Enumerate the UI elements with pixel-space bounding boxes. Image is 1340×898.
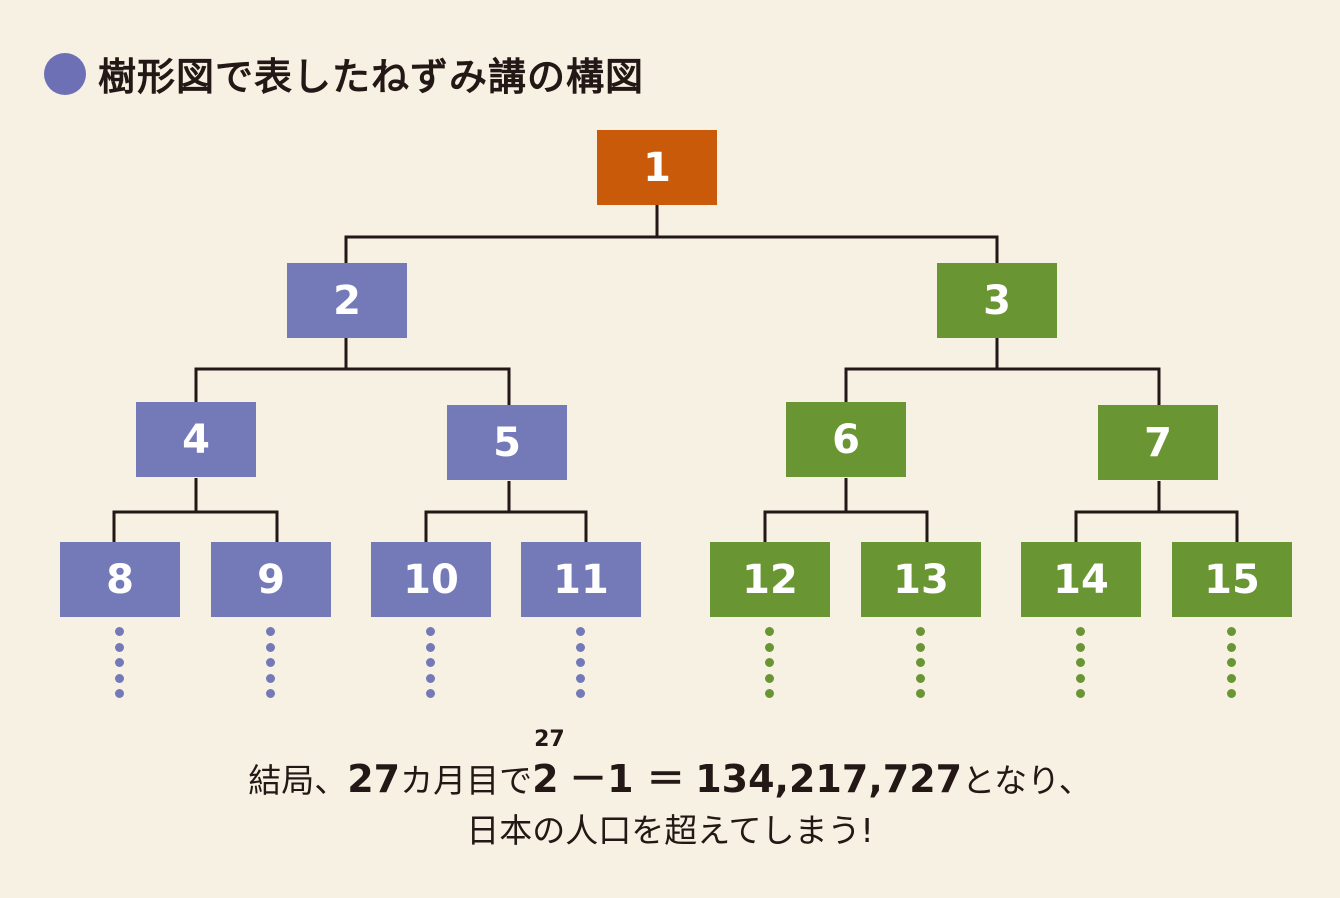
continuation-dot — [115, 642, 124, 652]
connector-5 — [424, 481, 588, 542]
caption-result: 134,217,727 — [695, 757, 963, 801]
continuation-dot — [115, 689, 124, 698]
continuation-dot — [426, 658, 435, 667]
tree-node-8: 8 — [60, 542, 180, 617]
continuation-dot — [1227, 658, 1236, 667]
connector-2 — [194, 338, 511, 405]
continuation-dot — [266, 689, 275, 698]
tree-node-5: 5 — [447, 405, 567, 480]
tree-node-2: 2 — [287, 263, 407, 338]
continuation-dot — [765, 673, 774, 683]
tree-node-3: 3 — [937, 263, 1057, 338]
caption-months: 27 — [347, 757, 401, 801]
continuation-dot — [115, 627, 124, 636]
tree-node-4: 4 — [136, 402, 256, 477]
continuation-dot — [115, 673, 124, 683]
continuation-dot — [1076, 673, 1085, 683]
connector-6 — [763, 478, 929, 542]
caption-months-suffix: カ月目で — [400, 761, 533, 800]
continuation-dot — [1076, 627, 1085, 636]
continuation-dot — [576, 673, 585, 683]
continuation-dot — [916, 673, 925, 683]
title-text: 樹形図で表したねずみ講の構図 — [98, 55, 645, 99]
diagram-title: 樹形図で表したねずみ講の構図 — [44, 46, 644, 101]
connector-3 — [844, 338, 1161, 405]
tree-node-11: 11 — [521, 542, 641, 617]
continuation-dot — [576, 642, 585, 652]
continuation-dot — [765, 627, 774, 636]
continuation-dot — [1227, 642, 1236, 652]
continuation-dot — [266, 627, 275, 636]
connector-7 — [1074, 481, 1239, 542]
continuation-dot — [1227, 689, 1236, 698]
continuation-dot — [1076, 689, 1085, 698]
continuation-dot — [916, 642, 925, 652]
caption-suffix: となり、 — [962, 761, 1092, 800]
continuation-dot — [426, 627, 435, 636]
continuation-dot — [426, 689, 435, 698]
continuation-dot — [115, 658, 124, 667]
caption-exponent: 27 — [534, 727, 565, 752]
continuation-dot — [426, 642, 435, 652]
tree-node-15: 15 — [1172, 542, 1292, 617]
caption-minus-one: －1 ＝ — [569, 757, 685, 801]
continuation-dot — [765, 658, 774, 667]
caption-prefix: 結局、 — [248, 761, 348, 800]
tree-node-9: 9 — [211, 542, 331, 617]
continuation-dot — [266, 658, 275, 667]
continuation-dot — [916, 689, 925, 698]
continuation-dot — [576, 689, 585, 698]
continuation-dot — [765, 642, 774, 652]
continuation-dot — [426, 673, 435, 683]
tree-node-6: 6 — [786, 402, 906, 477]
continuation-dot — [576, 627, 585, 636]
caption-line-2: 日本の人口を超えてしまう! — [466, 811, 874, 850]
continuation-dot — [1227, 627, 1236, 636]
bullet-icon — [44, 52, 86, 95]
connector-1 — [344, 205, 999, 263]
tree-node-1: 1 — [597, 130, 717, 205]
tree-node-14: 14 — [1021, 542, 1141, 617]
continuation-dot — [576, 658, 585, 667]
tree-node-12: 12 — [710, 542, 830, 617]
tree-node-13: 13 — [861, 542, 981, 617]
continuation-dot — [916, 658, 925, 667]
continuation-dot — [765, 689, 774, 698]
caption-base: 2 — [532, 757, 559, 801]
continuation-dot — [916, 627, 925, 636]
continuation-dot — [266, 642, 275, 652]
tree-node-10: 10 — [371, 542, 491, 617]
tree-node-7: 7 — [1098, 405, 1218, 480]
continuation-dot — [266, 673, 275, 683]
continuation-dot — [1076, 642, 1085, 652]
continuation-dot — [1227, 673, 1236, 683]
connector-4 — [112, 478, 279, 542]
continuation-dot — [1076, 658, 1085, 667]
